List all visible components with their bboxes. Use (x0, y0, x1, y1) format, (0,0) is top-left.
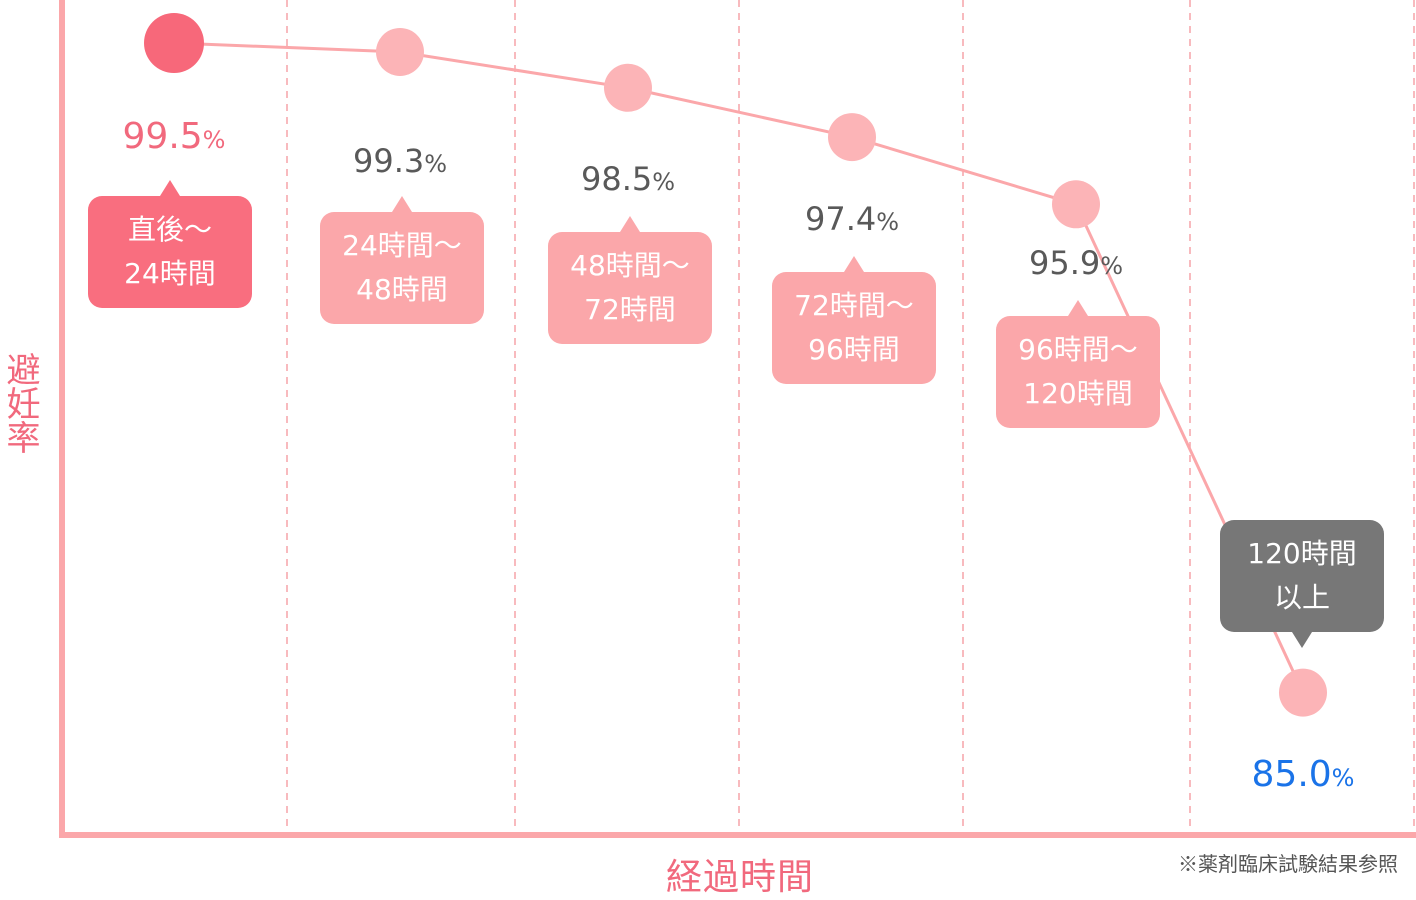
value-label-4: 95.9% (1028, 244, 1124, 282)
value-label-2: 98.5% (580, 160, 676, 198)
data-point-4 (1052, 180, 1100, 229)
category-bubble-5: 120時間以上 (1220, 520, 1384, 648)
data-point-2 (604, 63, 652, 112)
data-point-5 (1279, 668, 1327, 717)
data-point-0 (144, 13, 204, 73)
value-label-5: 85.0% (1251, 754, 1355, 795)
data-point-1 (376, 27, 424, 76)
category-bubble-0: 直後〜24時間 (88, 180, 252, 308)
value-label-3: 97.4% (804, 200, 900, 238)
category-bubble-3: 72時間〜96時間 (772, 256, 936, 384)
y-axis-label: 避妊率 (0, 352, 40, 454)
category-bubble-2: 48時間〜72時間 (548, 216, 712, 344)
series-line (173, 41, 1305, 694)
source-note: ※薬剤臨床試験結果参照 (1178, 852, 1398, 876)
data-point-3 (828, 113, 876, 162)
value-label-1: 99.3% (352, 142, 448, 180)
category-bubble-1: 24時間〜48時間 (320, 196, 484, 324)
data-points (144, 13, 1327, 717)
value-label-0: 99.5% (122, 116, 226, 157)
x-axis-label: 経過時間 (665, 857, 814, 898)
category-bubble-4: 96時間〜120時間 (996, 300, 1160, 428)
